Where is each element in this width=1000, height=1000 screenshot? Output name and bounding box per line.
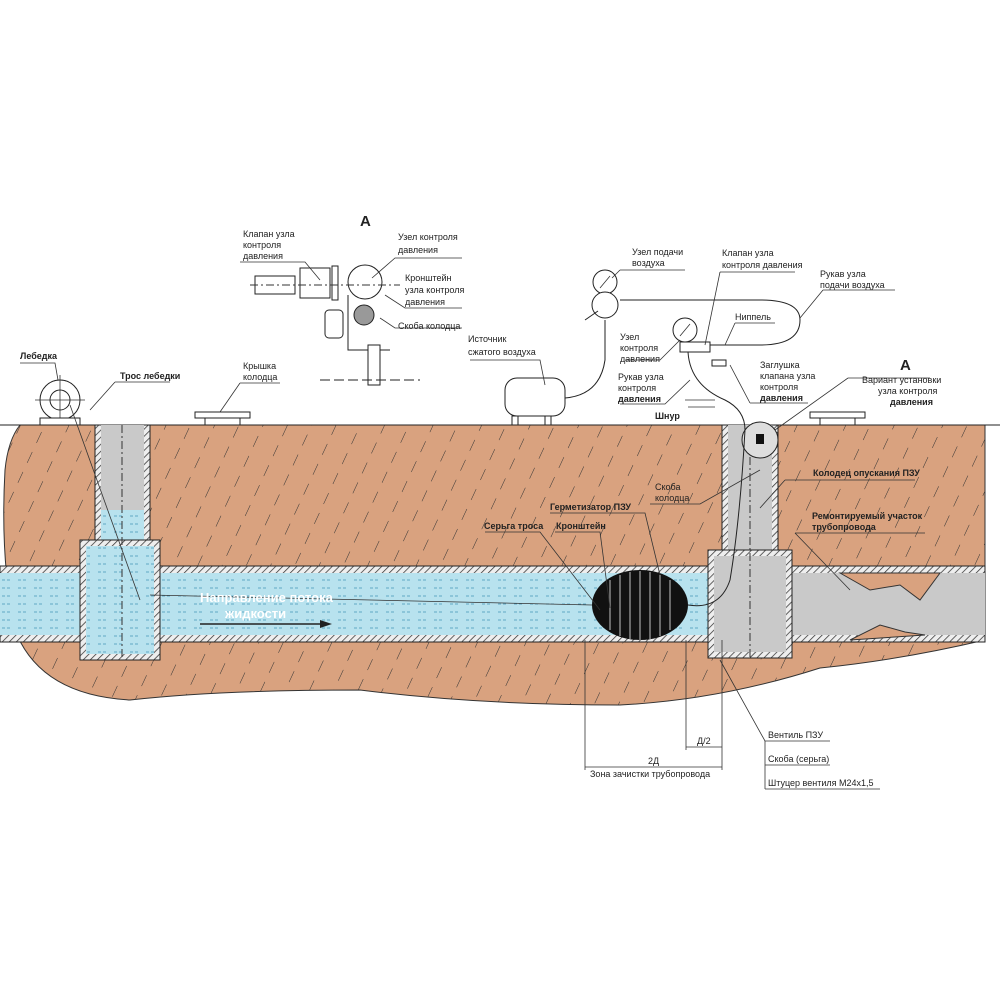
- detail-bracket-label-2: узла контроля: [405, 285, 464, 295]
- pressure-unit-label-3: давления: [620, 354, 660, 364]
- sealer-label: Герметизатор ПЗУ: [550, 502, 631, 512]
- air-supply-unit: [584, 269, 801, 346]
- air-source-label-1: Источник: [468, 334, 506, 344]
- pressure-hose-label-1: Рукав узла: [618, 372, 664, 382]
- detail-well-clamp-label: Скоба колодца: [398, 321, 460, 331]
- control-valve-label-2: контроля давления: [722, 260, 803, 270]
- dim-half-label: Д/2: [697, 736, 711, 746]
- detail-valve-label-1: Клапан узла: [243, 229, 295, 239]
- detail-valve-label-2: контроля: [243, 240, 281, 250]
- descent-well-label: Колодец опускания ПЗУ: [813, 468, 920, 478]
- air-source-label-2: сжатого воздуха: [468, 347, 536, 357]
- well-cover-right: [809, 411, 866, 419]
- winch-well: [79, 424, 161, 661]
- install-variant-label-2: узла контроля: [878, 386, 937, 396]
- pressure-control-unit: [672, 317, 746, 431]
- pressure-hose-label-2: контроля: [618, 383, 656, 393]
- well-cover-label-2: колодца: [243, 372, 277, 382]
- valve-plug-label-2: клапана узла: [760, 371, 815, 381]
- cable-shackle-label: Серьга троса: [484, 521, 544, 531]
- cleaning-zone-label: Зона зачистки трубопровода: [590, 769, 710, 779]
- winch-cable-label: Трос лебедки: [120, 371, 180, 381]
- well-clamp-label-1: Скоба: [655, 482, 681, 492]
- winch: [35, 375, 141, 601]
- winch-label: Лебедка: [20, 351, 58, 361]
- pressure-unit-label-1: Узел: [620, 332, 639, 342]
- valve-pzu-label: Вентиль ПЗУ: [768, 730, 823, 740]
- install-variant-label-1: Вариант установки: [862, 375, 941, 385]
- install-variant-marker: А: [900, 357, 911, 374]
- pressure-hose-label-3: давления: [618, 394, 661, 404]
- install-variant-label-3: давления: [890, 397, 933, 407]
- repair-section-label-1: Ремонтируемый участок: [812, 511, 923, 521]
- dim-2d-label: 2Д: [648, 756, 659, 766]
- compressed-air-tank: [504, 320, 606, 426]
- valve-plug-label-3: контроля: [760, 382, 798, 392]
- well-cover-left: [194, 411, 251, 419]
- detail-valve-label-3: давления: [243, 251, 283, 261]
- sealer-pzu: [149, 429, 746, 640]
- valve-fitting-label: Штуцер вентиля М24х1,5: [768, 778, 874, 788]
- air-supply-unit-label-2: воздуха: [632, 258, 665, 268]
- valve-plug-label-4: давления: [760, 393, 803, 403]
- detail-a: А: [250, 213, 420, 386]
- descent-well: [707, 421, 793, 660]
- control-valve-label-1: Клапан узла: [722, 248, 774, 258]
- repair-section-label-2: трубопровода: [812, 522, 877, 532]
- cord-label: Шнур: [655, 411, 680, 421]
- view-marker: А: [360, 213, 371, 230]
- air-hose-label-1: Рукав узла: [820, 269, 866, 279]
- well-clamp-label-2: колодца: [655, 493, 689, 503]
- pressure-unit-label-2: контроля: [620, 343, 658, 353]
- detail-bracket-label-1: Кронштейн: [405, 273, 451, 283]
- detail-control-unit-label-1: Узел контроля: [398, 232, 458, 242]
- leader-lines: [20, 257, 930, 790]
- detail-control-unit-label-2: давления: [398, 245, 438, 255]
- air-supply-unit-label-1: Узел подачи: [632, 247, 683, 257]
- air-hose-label-2: подачи воздуха: [820, 280, 885, 290]
- clamp-shackle-label: Скоба (серьга): [768, 754, 829, 764]
- detail-bracket-label-3: давления: [405, 297, 445, 307]
- flow-direction-label-2: жидкости: [224, 606, 286, 621]
- well-cover-label-1: Крышка: [243, 361, 276, 371]
- flow-direction-label-1: Направление потока: [200, 590, 334, 605]
- bracket-label: Кронштейн: [556, 521, 606, 531]
- nipple-label: Ниппель: [735, 312, 771, 322]
- valve-plug-label-1: Заглушка: [760, 360, 800, 370]
